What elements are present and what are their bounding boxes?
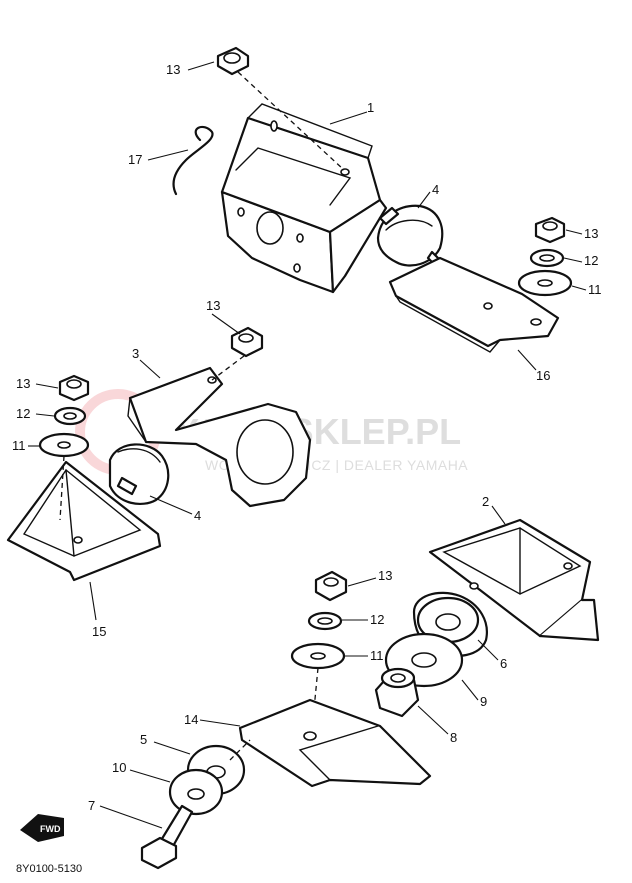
part-15-triangle-bracket xyxy=(6,460,162,582)
part-17-clip xyxy=(172,125,214,196)
part-10-washer xyxy=(168,768,224,816)
part-11-washer-right xyxy=(517,269,573,297)
part-12-lock-washer-right xyxy=(529,248,565,268)
part-13-nut-top xyxy=(216,46,250,76)
part-11-washer-lower xyxy=(290,642,346,670)
callout-14: 14 xyxy=(184,712,198,727)
callout-3: 3 xyxy=(132,346,139,361)
callout-4-mid: 4 xyxy=(194,508,201,523)
callout-10: 10 xyxy=(112,760,126,775)
fwd-label: FWD xyxy=(40,824,61,834)
part-13-nut-left xyxy=(58,374,90,402)
part-2-box-bracket xyxy=(428,518,600,642)
callout-1: 1 xyxy=(367,100,374,115)
fwd-arrow-icon: FWD xyxy=(20,814,64,842)
part-13-nut-lower xyxy=(314,570,348,602)
part-14-lower-plate xyxy=(238,698,432,788)
callout-13-mid: 13 xyxy=(206,298,220,313)
callout-13-left: 13 xyxy=(16,376,30,391)
callout-11-lower: 11 xyxy=(370,648,384,663)
callout-9: 9 xyxy=(480,694,487,709)
callout-17: 17 xyxy=(128,152,142,167)
callout-11-right: 11 xyxy=(588,282,602,297)
callout-13-top: 13 xyxy=(166,62,180,77)
part-13-nut-mid xyxy=(230,326,264,358)
part-4-rubber-mount-top xyxy=(376,204,444,268)
part-7-bolt xyxy=(140,804,194,870)
callout-13-lower: 13 xyxy=(378,568,392,583)
callout-15: 15 xyxy=(92,624,106,639)
part-4-rubber-mount-mid xyxy=(108,443,170,505)
leader-lines xyxy=(28,61,587,829)
part-12-lock-washer-lower xyxy=(307,611,343,631)
callout-2: 2 xyxy=(482,494,489,509)
callout-13-right: 13 xyxy=(584,226,598,241)
part-16-long-bracket xyxy=(388,256,560,353)
diagram-code: 8Y0100-5130 xyxy=(16,863,82,875)
callout-7: 7 xyxy=(88,798,95,813)
callout-numbers: 1 13 17 4 13 12 11 16 13 3 13 12 11 4 15… xyxy=(12,62,602,813)
callout-6: 6 xyxy=(500,656,507,671)
part-1-bracket xyxy=(220,103,388,294)
part-12-lock-washer-left xyxy=(53,406,87,426)
part-8-collar xyxy=(374,667,420,718)
part-11-washer-left xyxy=(38,432,90,458)
part-13-nut-right xyxy=(534,216,566,244)
callout-4-top: 4 xyxy=(432,182,439,197)
callout-5: 5 xyxy=(140,732,147,747)
callout-12-lower: 12 xyxy=(370,612,384,627)
part-3-ring-bracket xyxy=(127,366,312,508)
callout-11-left: 11 xyxy=(12,438,26,453)
callout-12-right: 12 xyxy=(584,253,598,268)
callout-12-left: 12 xyxy=(16,406,30,421)
callout-8: 8 xyxy=(450,730,457,745)
callout-16: 16 xyxy=(536,368,550,383)
